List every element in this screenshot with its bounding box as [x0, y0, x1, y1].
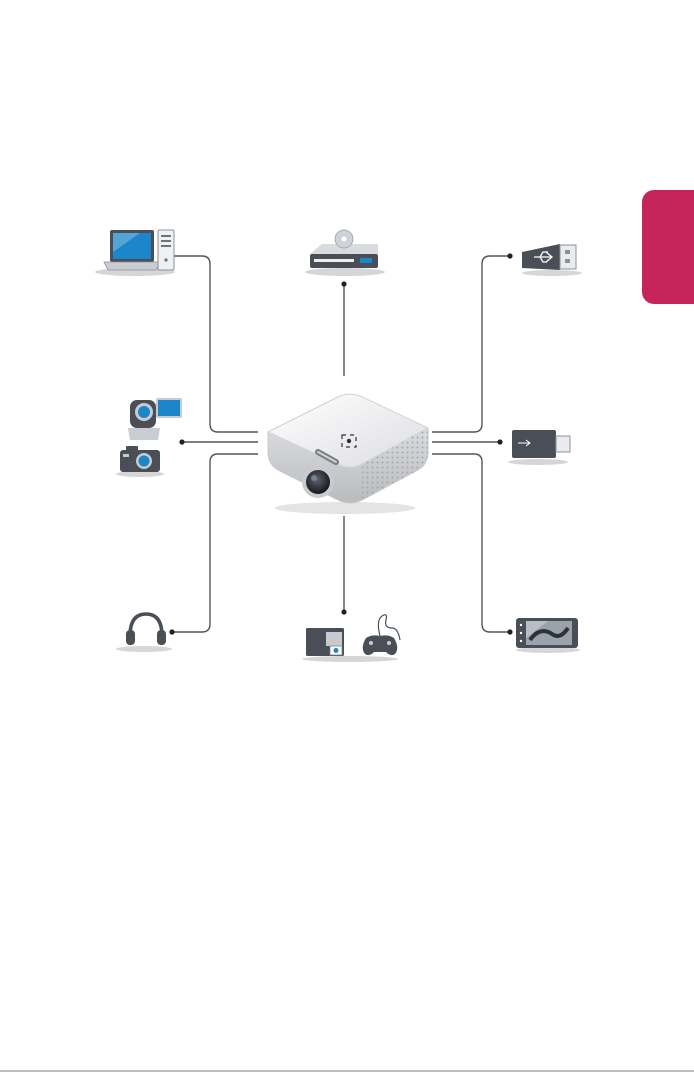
- usb-drive-icon: [522, 244, 582, 276]
- line-usb: [432, 256, 510, 432]
- line-headphones: [172, 454, 258, 632]
- headphones-icon: [116, 614, 172, 652]
- line-phone: [432, 454, 510, 632]
- projector-icon: [268, 394, 428, 514]
- usb-dongle-icon: [508, 430, 570, 465]
- camcorder-camera-icon: [116, 398, 182, 477]
- dvd-player-icon: [305, 230, 385, 276]
- line-pc: [172, 256, 258, 432]
- laptop-desktop-icon: [95, 230, 175, 276]
- smartphone-icon: [516, 618, 580, 653]
- set-top-box-gamepad-icon: [302, 615, 400, 662]
